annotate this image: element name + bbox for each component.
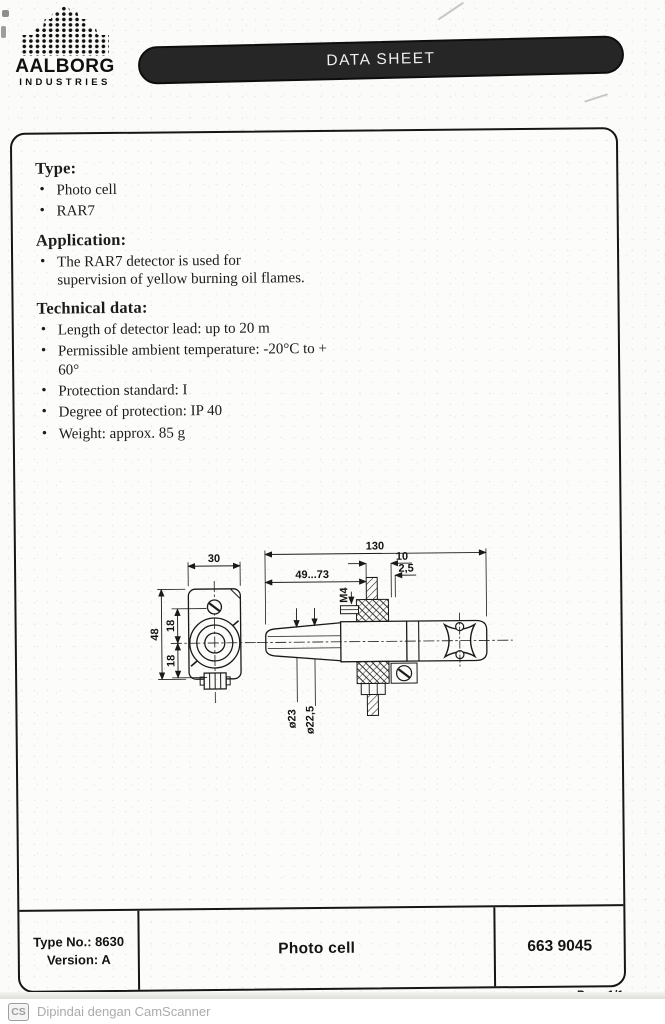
- bullet-item: Permissible ambient temperature: -20°C t…: [37, 340, 346, 380]
- bullet-item: Weight: approx. 85 g: [38, 422, 347, 443]
- footer-product-name: Photo cell: [278, 939, 356, 957]
- dimension-labels: 30 48 18 18 130 49...73 10 2,5 M4 ø23 ø2…: [149, 540, 414, 734]
- logo-company-subtitle: INDUSTRIES: [19, 76, 111, 88]
- section-heading: Technical data:: [36, 297, 148, 318]
- bullet-list: The RAR7 detector is used for supervisio…: [36, 248, 597, 290]
- bullet-item: Photo cell: [35, 176, 596, 200]
- bullet-list: Photo cell RAR7: [35, 176, 596, 221]
- aalborg-tree-logo-icon: [21, 6, 109, 56]
- dim-front-height: 48: [149, 628, 161, 640]
- scan-smudge: [2, 10, 9, 17]
- footer-doc-no-cell: 663 9045: [493, 906, 625, 987]
- dim-diameter-inner: ø22,5: [304, 706, 316, 734]
- footer-table: Type No.: 8630 Version: A Photo cell 663…: [19, 904, 625, 991]
- dim-axis-offset-bottom: 18: [165, 655, 177, 667]
- front-view: [157, 561, 259, 705]
- camscanner-icon: CS: [8, 1002, 29, 1021]
- section-heading: Type:: [35, 158, 77, 178]
- banner-title: DATA SHEET: [326, 49, 436, 70]
- datasheet-text-content: Type: Photo cell RAR7 Application: The R…: [12, 129, 619, 444]
- section-technical-data: Technical data: Length of detector lead:…: [36, 293, 598, 443]
- dim-collar-depth: 10: [396, 551, 408, 563]
- bullet-item: Degree of protection: IP 40: [37, 401, 346, 422]
- footer-type-no: Type No.: 8630: [33, 933, 125, 950]
- bullet-item: Length of detector lead: up to 20 m: [37, 319, 346, 340]
- dim-overall-length: 130: [366, 540, 384, 552]
- camscanner-watermark-bar: CS Dipindai dengan CamScanner: [0, 999, 665, 1024]
- footer-type-cell: Type No.: 8630 Version: A: [19, 910, 141, 991]
- technical-drawing: 30 48 18 18 130 49...73 10 2,5 M4 ø23 ø2…: [149, 540, 513, 734]
- section-heading: Application:: [35, 229, 127, 250]
- dim-diameter-outer: ø23: [286, 709, 298, 728]
- dim-thread: M4: [338, 587, 350, 603]
- section-application: Application: The RAR7 detector is used f…: [36, 225, 598, 290]
- bullet-item: The RAR7 detector is used for supervisio…: [36, 251, 309, 290]
- section-type: Type: Photo cell RAR7: [35, 153, 597, 221]
- scan-smudge: [1, 26, 6, 38]
- datasheet-frame: Type: Photo cell RAR7 Application: The R…: [9, 127, 627, 993]
- bullet-list: Length of detector lead: up to 20 m Perm…: [37, 316, 599, 443]
- logo-company-name: AALBORG: [15, 56, 115, 77]
- footer-version: Version: A: [46, 951, 111, 968]
- side-view: [256, 548, 513, 717]
- bullet-item: RAR7: [36, 198, 597, 222]
- dim-insertion-range: 49...73: [295, 569, 329, 581]
- footer-document-no: 663 9045: [527, 936, 593, 955]
- dim-plate-thickness: 2,5: [398, 563, 413, 575]
- bullet-item: Protection standard: I: [37, 380, 346, 401]
- footer-product-cell: Photo cell: [139, 907, 494, 989]
- dim-axis-offset-top: 18: [165, 620, 177, 632]
- page-bottom-edge: [0, 992, 665, 999]
- dim-front-width: 30: [208, 553, 220, 565]
- company-logo: AALBORG INDUSTRIES: [8, 6, 122, 88]
- camscanner-text: Dipindai dengan CamScanner: [37, 1004, 211, 1019]
